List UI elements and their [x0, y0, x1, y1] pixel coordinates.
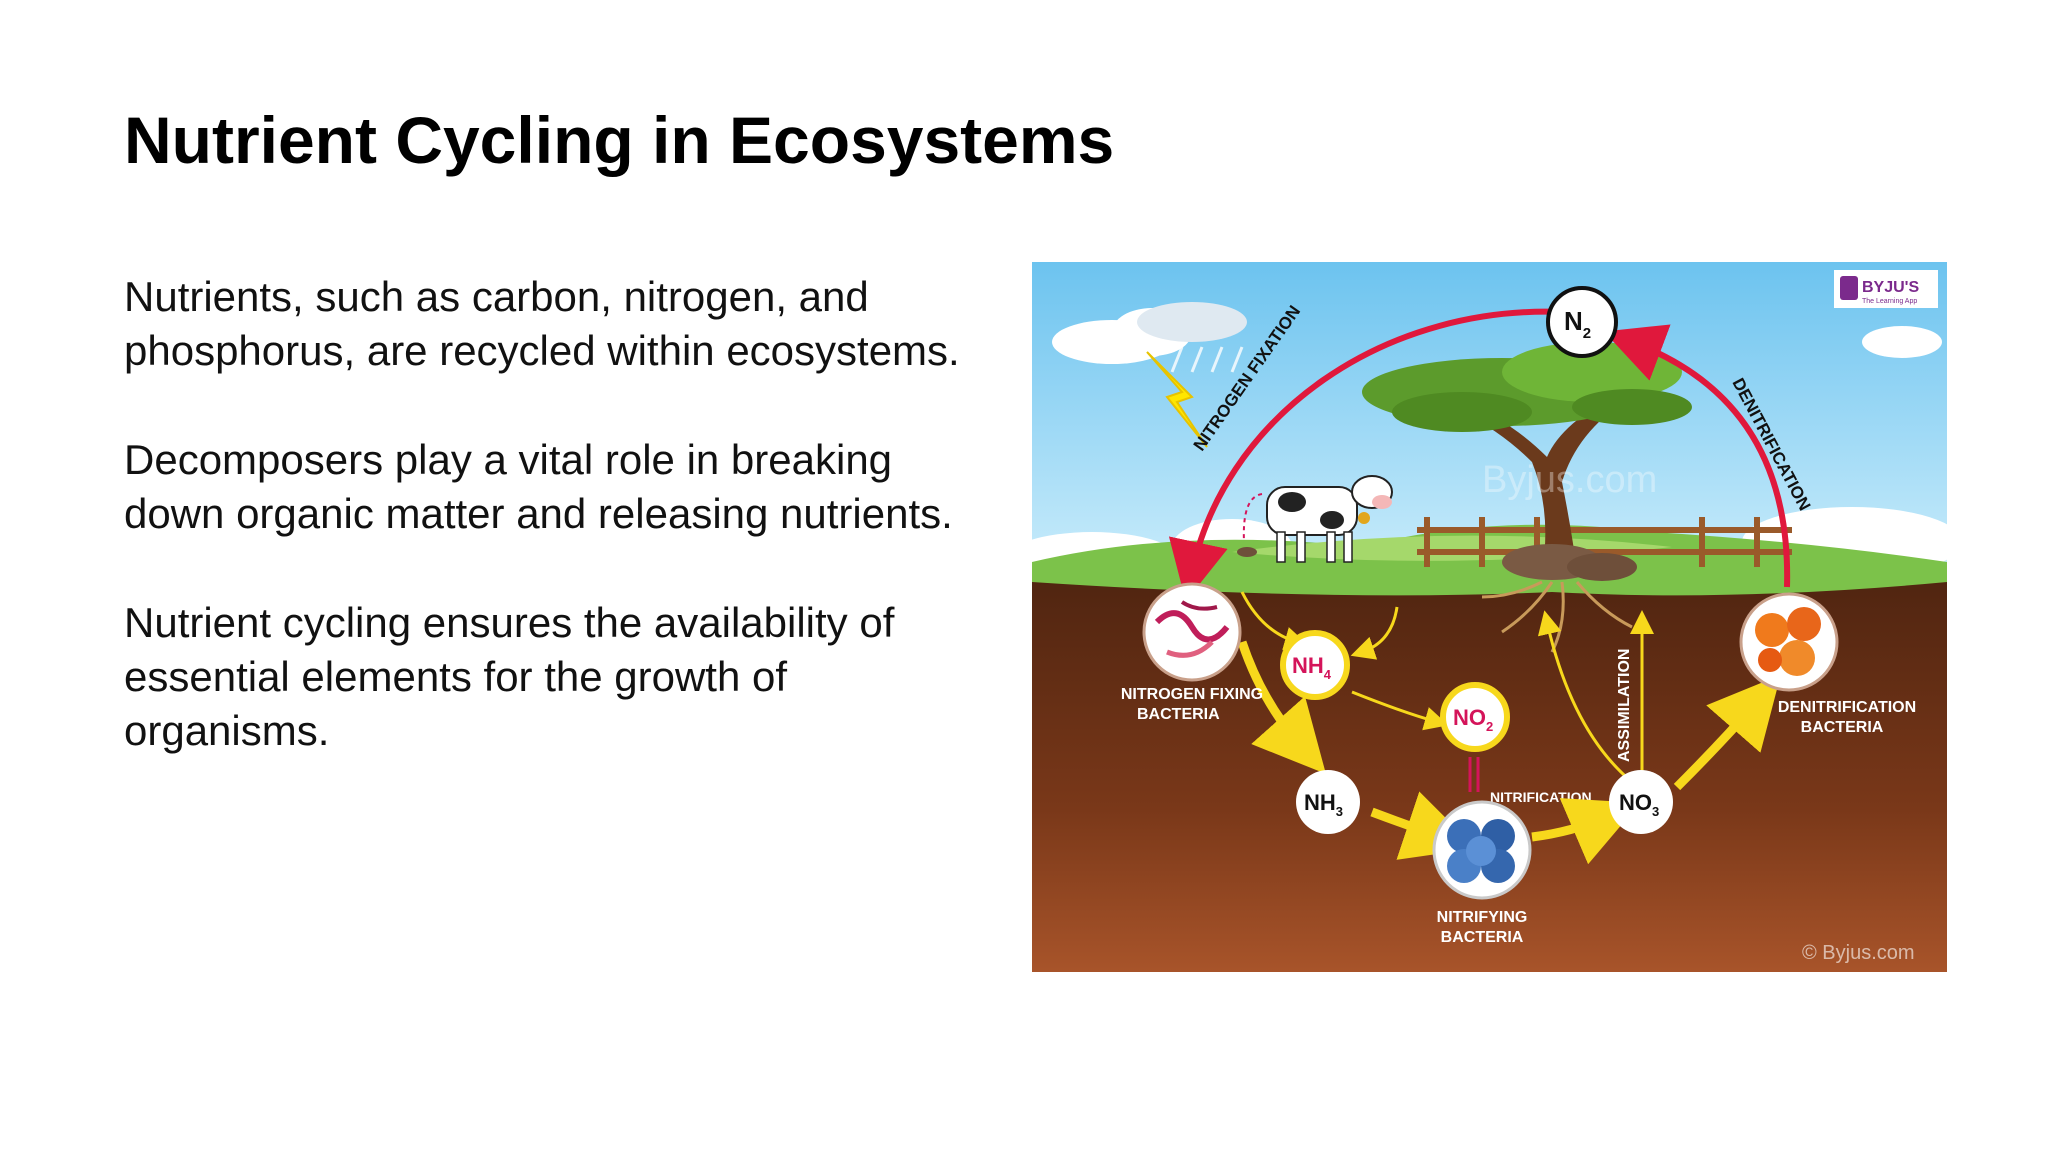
no3-node: NO3 — [1609, 770, 1673, 834]
nitrifying-bacteria-label-1: NITRIFYING — [1437, 909, 1528, 926]
svg-text:The Learning App: The Learning App — [1862, 298, 1917, 305]
byjus-logo: BYJU'S The Learning App — [1834, 270, 1938, 308]
fixing-bacteria-label-1: NITROGEN FIXING — [1121, 686, 1263, 703]
assimilation-label: ASSIMILATION — [1616, 649, 1633, 762]
paragraph-nutrients: Nutrients, such as carbon, nitrogen, and… — [124, 273, 960, 374]
fixing-bacteria-label-2: BACTERIA — [1137, 706, 1220, 723]
svg-text:N2: N2 — [1564, 306, 1591, 342]
denitrification-arrow — [1603, 324, 1791, 588]
watermark-center: Byjus.com — [1482, 459, 1657, 501]
nh4-node: NH4 — [1280, 630, 1350, 700]
watermark-bottom: © Byjus.com — [1802, 942, 1915, 964]
paragraph-availability: Nutrient cycling ensures the availabilit… — [124, 599, 895, 754]
cow-icon — [1266, 475, 1393, 563]
nitrifying-bacteria-label-2: BACTERIA — [1441, 929, 1524, 946]
lightning-icon — [1137, 302, 1247, 448]
denitrification-bacteria-label-2: BACTERIA — [1801, 719, 1884, 736]
exchange-arrows — [1468, 757, 1480, 792]
svg-text:NO2: NO2 — [1453, 705, 1493, 734]
nitrification-label: NITRIFICATION — [1490, 789, 1592, 805]
denitrification-bacteria-icon — [1739, 592, 1839, 692]
slide-title: Nutrient Cycling in Ecosystems — [124, 103, 1115, 177]
grass — [1032, 524, 1947, 596]
cow-waste-arrow — [1242, 493, 1263, 543]
svg-text:BYJU'S: BYJU'S — [1862, 279, 1919, 296]
nitrogen-fixation-arrow — [1168, 308, 1563, 602]
nitrogen-fixing-bacteria-icon — [1142, 582, 1242, 682]
flow-arrows — [1237, 591, 1781, 865]
nitrogen-cycle-diagram: NITROGEN FIXATION DENITRIFICATION ASSIMI… — [1032, 262, 1947, 972]
svg-text:NH3: NH3 — [1304, 790, 1343, 819]
no2-node: NO2 — [1440, 682, 1510, 752]
body-text: Nutrients, such as carbon, nitrogen, and… — [124, 270, 984, 813]
fence — [1417, 517, 1792, 567]
n2-node: N2 — [1546, 286, 1618, 358]
nh3-node: NH3 — [1296, 770, 1360, 834]
paragraph-decomposers: Decomposers play a vital role in breakin… — [124, 436, 953, 537]
nitrifying-bacteria-icon — [1432, 800, 1532, 900]
svg-text:NH4: NH4 — [1292, 653, 1332, 682]
denitrification-bacteria-label-1: DENITRIFICATION — [1778, 699, 1916, 716]
svg-text:NO3: NO3 — [1619, 790, 1659, 819]
